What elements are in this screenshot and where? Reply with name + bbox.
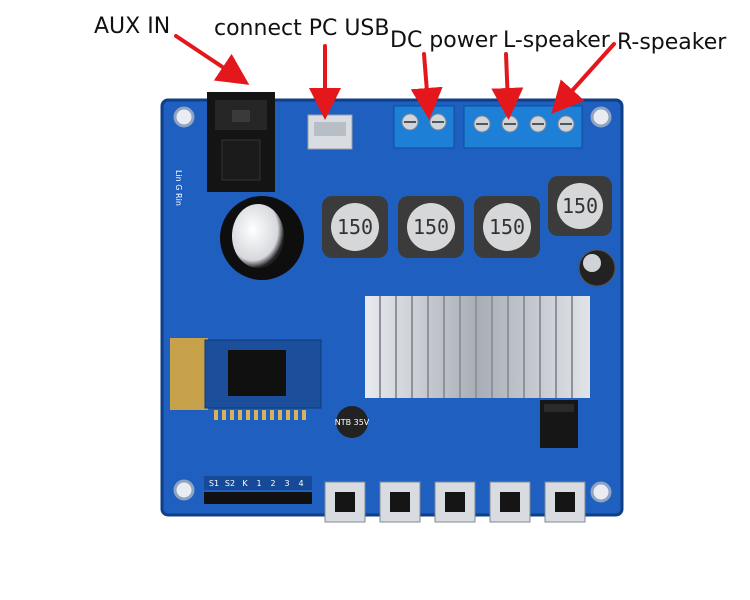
usb-label: connect PC USB	[214, 16, 390, 41]
inductor-3: 150	[474, 196, 540, 258]
mounting-holes	[173, 106, 612, 503]
input-silk-label: Lin G Rin	[174, 170, 183, 206]
pin-label-s2: S2	[225, 479, 235, 488]
bulk-capacitor	[220, 196, 304, 280]
inductor-3-label: 150	[489, 215, 525, 239]
push-buttons	[324, 481, 586, 523]
callout-arrows	[174, 34, 616, 120]
inductor-2-label: 150	[413, 215, 449, 239]
micro-usb-port	[307, 114, 353, 150]
small-electrolytic: NTB 35V	[335, 406, 370, 438]
small-cap-label: NTB 35V	[335, 418, 370, 427]
pin-label-3: 3	[284, 479, 289, 488]
pin-label-4: 4	[298, 479, 303, 488]
pin-label-k: K	[242, 479, 248, 488]
aux-in-label: AUX IN	[94, 14, 171, 39]
button-1	[324, 481, 366, 523]
button-3	[434, 481, 476, 523]
pin-label-s1: S1	[209, 479, 219, 488]
voltage-regulator	[540, 400, 578, 448]
heatsink	[365, 296, 590, 398]
inductor-4: 150	[548, 176, 612, 236]
inductor-1-label: 150	[337, 215, 373, 239]
aux-jack	[207, 92, 275, 192]
button-2	[379, 481, 421, 523]
pin-label-1: 1	[256, 479, 261, 488]
button-5	[544, 481, 586, 523]
pin-header: S1 S2 K 1 2 3 4	[204, 476, 312, 504]
button-4	[489, 481, 531, 523]
r-speaker-label: R-speaker	[617, 30, 727, 55]
pin-label-2: 2	[270, 479, 275, 488]
speaker-terminal	[463, 105, 583, 149]
inductor-4-label: 150	[562, 194, 598, 218]
l-speaker-label: L-speaker	[503, 28, 610, 53]
dc-power-terminal	[393, 105, 455, 149]
inductor-2: 150	[398, 196, 464, 258]
dc-power-label: DC power	[390, 28, 498, 53]
bluetooth-module	[170, 338, 322, 420]
inductor-1: 150	[322, 196, 388, 258]
inductors: 150 150 150 150	[322, 176, 612, 258]
